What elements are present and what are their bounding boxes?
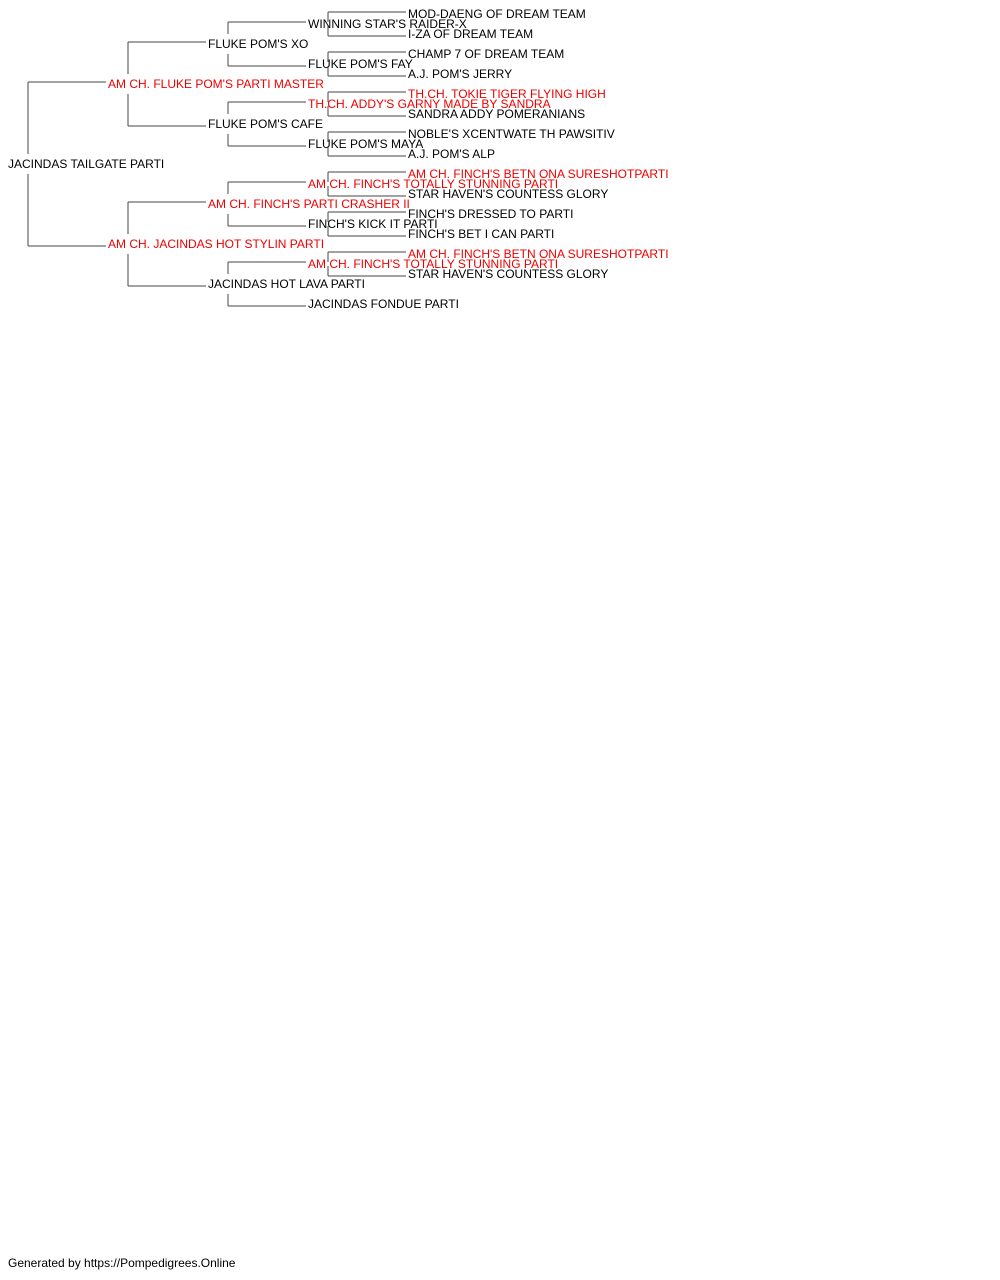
pedigree-tree: JACINDAS TAILGATE PARTI AM CH. FLUKE POM'…	[8, 7, 669, 311]
parent-name: AM CH. JACINDAS HOT STYLIN PARTI	[108, 237, 324, 251]
gg-grandparent-name: FINCH'S DRESSED TO PARTI	[408, 207, 573, 221]
gg-grandparent-name: STAR HAVEN'S COUNTESS GLORY	[408, 187, 608, 201]
gg-grandparent-name: A.J. POM'S JERRY	[408, 67, 512, 81]
gg-grandparent-name: NOBLE'S XCENTWATE TH PAWSITIV	[408, 127, 615, 141]
great-grandparent-name: WINNING STAR'S RAIDER-X	[308, 17, 467, 31]
gg-grandparent-name: FINCH'S BET I CAN PARTI	[408, 227, 554, 241]
great-grandparent-name: FLUKE POM'S FAY	[308, 57, 413, 71]
gg-grandparent-name: TH.CH. TOKIE TIGER FLYING HIGH	[408, 87, 606, 101]
gg-grandparent-name: STAR HAVEN'S COUNTESS GLORY	[408, 267, 608, 281]
gg-grandparent-name: AM CH. FINCH'S BETN ONA SURESHOTPARTI	[408, 167, 669, 181]
great-grandparent-name: FINCH'S KICK IT PARTI	[308, 217, 438, 231]
great-grandparent-name: AM CH. FINCH'S TOTALLY STUNNING PARTI	[308, 257, 558, 271]
great-grandparent-name: TH.CH. ADDY'S GARNY MADE BY SANDRA	[308, 97, 551, 111]
great-grandparent-name: JACINDAS FONDUE PARTI	[308, 297, 459, 311]
footer-credit: Generated by https://Pompedigrees.Online	[8, 1256, 236, 1270]
great-grandparent-name: FLUKE POM'S MAYA	[308, 137, 423, 151]
subject-name: JACINDAS TAILGATE PARTI	[8, 157, 164, 171]
gg-grandparent-name: AM CH. FINCH'S BETN ONA SURESHOTPARTI	[408, 247, 669, 261]
gg-grandparent-name: A.J. POM'S ALP	[408, 147, 495, 161]
gg-grandparent-name: MOD-DAENG OF DREAM TEAM	[408, 7, 586, 21]
grandparent-name: AM CH. FINCH'S PARTI CRASHER II	[208, 197, 410, 211]
gg-grandparent-name: CHAMP 7 OF DREAM TEAM	[408, 47, 564, 61]
gg-grandparent-name: I-ZA OF DREAM TEAM	[408, 27, 533, 41]
great-grandparent-name: AM CH. FINCH'S TOTALLY STUNNING PARTI	[308, 177, 558, 191]
parent-name: AM CH. FLUKE POM'S PARTI MASTER	[108, 77, 324, 91]
gg-grandparent-name: SANDRA ADDY POMERANIANS	[408, 107, 585, 121]
grandparent-name: JACINDAS HOT LAVA PARTI	[208, 277, 365, 291]
grandparent-name: FLUKE POM'S XO	[208, 37, 308, 51]
grandparent-name: FLUKE POM'S CAFE	[208, 117, 323, 131]
